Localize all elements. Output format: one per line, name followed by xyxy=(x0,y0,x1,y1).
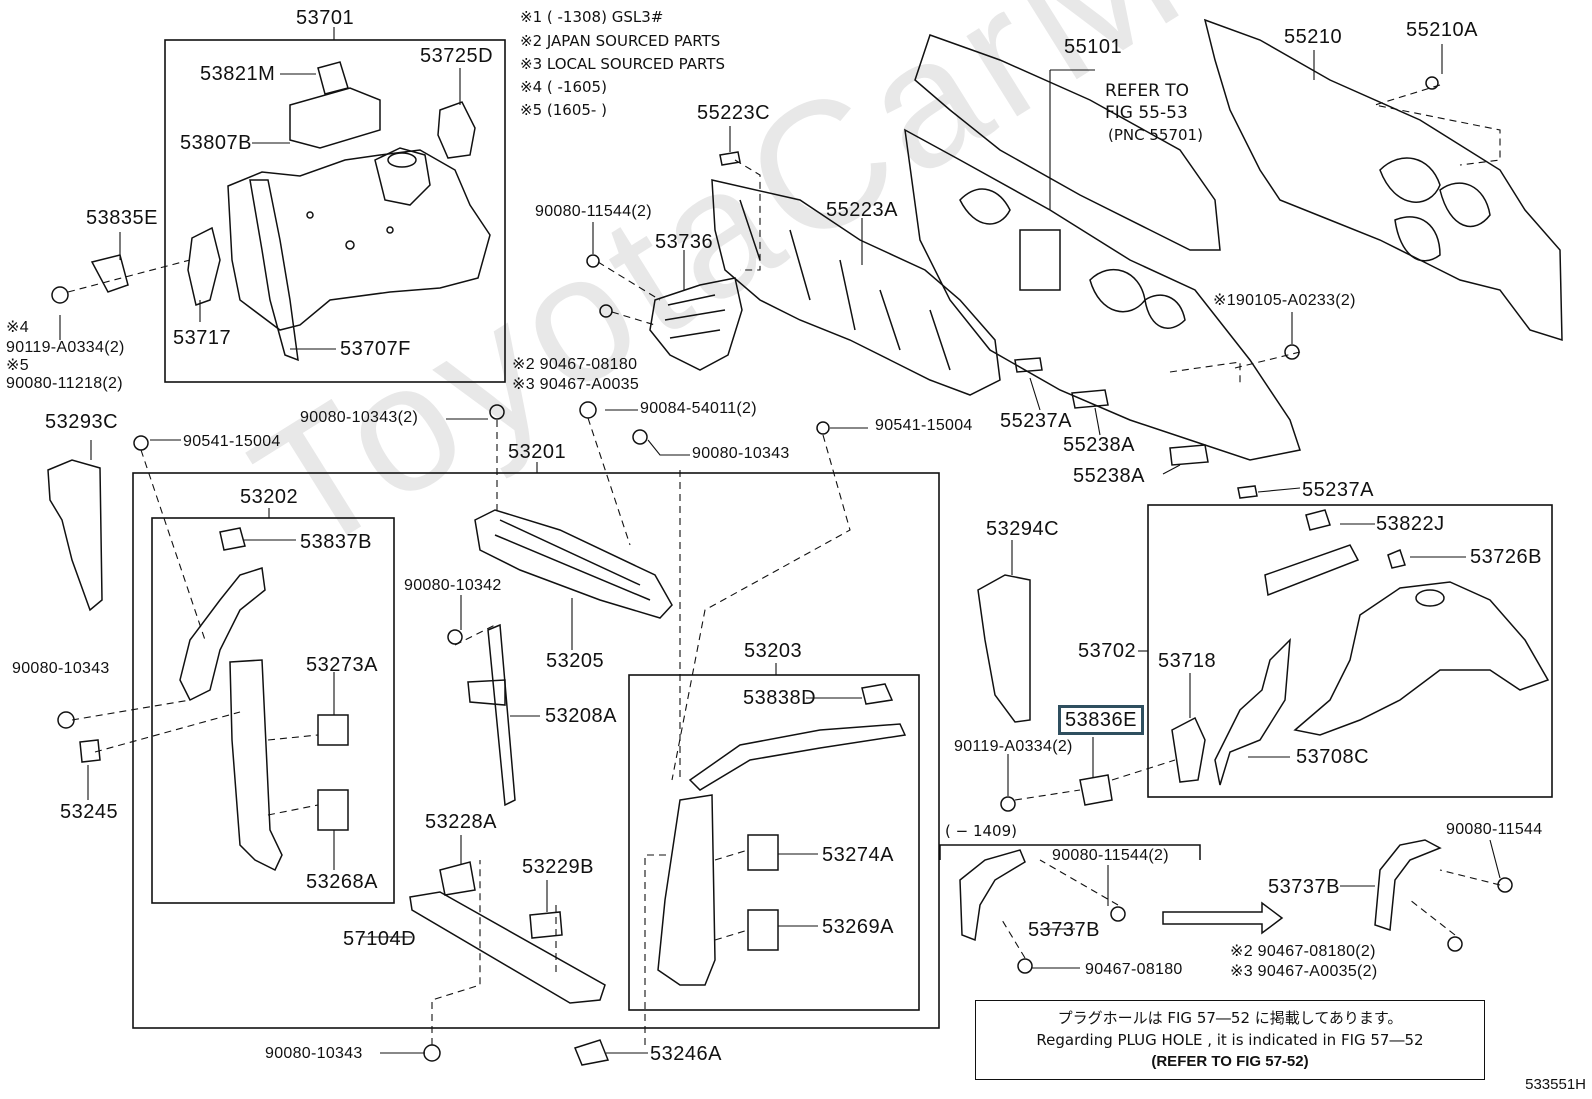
part-55238a-top[interactable]: 55238A xyxy=(1063,434,1135,456)
part-90541-15004-left[interactable]: 90541-15004 xyxy=(183,433,281,450)
part-90080-11544-right[interactable]: 90080-11544 xyxy=(1446,821,1543,838)
range-note: ( − 1409) xyxy=(945,822,1017,840)
part-53246a[interactable]: 53246A xyxy=(650,1043,722,1065)
group-box-53202 xyxy=(151,517,395,904)
part-53708c[interactable]: 53708C xyxy=(1296,746,1370,768)
part-55223c[interactable]: 55223C xyxy=(697,102,771,124)
part-90080-10342[interactable]: 90080-10342 xyxy=(404,577,502,594)
refer-line3: (PNC 55701) xyxy=(1108,126,1203,144)
part-53836e-highlighted[interactable]: 53836E xyxy=(1058,705,1144,735)
part-90467-08180[interactable]: ※2 90467-08180 xyxy=(512,356,638,373)
footnote-4-marker: ※4 xyxy=(6,319,29,336)
part-90467-a0035[interactable]: ※3 90467-A0035 xyxy=(512,376,640,393)
refer-line2: FIG 55-53 xyxy=(1105,103,1188,123)
footnote-5-marker: ※5 xyxy=(6,357,29,374)
part-90467-08180-2[interactable]: ※2 90467-08180(2) xyxy=(1230,943,1376,960)
part-53208a[interactable]: 53208A xyxy=(545,705,617,727)
part-90080-10343-2[interactable]: 90080-10343(2) xyxy=(300,409,419,426)
part-90080-11544-2b[interactable]: 90080-11544(2) xyxy=(1052,847,1169,864)
part-90467-08180-b[interactable]: 90467-08180 xyxy=(1085,961,1183,978)
note-2: ※2 JAPAN SOURCED PARTS xyxy=(520,32,721,50)
apron-53707f-shape xyxy=(227,149,491,331)
group-box-53702 xyxy=(1147,504,1553,798)
plug-hole-note: プラグホールは FIG 57―52 に掲載してあります。 Regarding P… xyxy=(975,1000,1485,1080)
part-90080-11218[interactable]: 90080-11218(2) xyxy=(6,375,123,392)
part-90105-a0233[interactable]: ※190105-A0233(2) xyxy=(1213,292,1356,309)
part-53726b[interactable]: 53726B xyxy=(1470,546,1542,568)
part-90119-a0334-right[interactable]: 90119-A0334(2) xyxy=(954,738,1073,755)
note-4: ※4 ( -1605) xyxy=(520,78,607,96)
part-53229b[interactable]: 53229B xyxy=(522,856,594,878)
part-53717[interactable]: 53717 xyxy=(173,327,232,349)
note-5: ※5 (1605- ) xyxy=(520,101,607,119)
part-53269a[interactable]: 53269A xyxy=(822,916,894,938)
part-53201[interactable]: 53201 xyxy=(508,441,567,463)
part-90467-a0035-2[interactable]: ※3 90467-A0035(2) xyxy=(1230,963,1378,980)
part-90080-10343-top[interactable]: 90080-10343 xyxy=(692,445,790,462)
part-53228a[interactable]: 53228A xyxy=(425,811,497,833)
part-53701[interactable]: 53701 xyxy=(296,7,355,29)
part-57104d[interactable]: 57104D xyxy=(343,928,417,950)
part-55237a-top[interactable]: 55237A xyxy=(1000,410,1072,432)
part-53835e[interactable]: 53835E xyxy=(86,207,158,229)
part-90080-10343-left[interactable]: 90080-10343 xyxy=(12,660,110,677)
part-53273a[interactable]: 53273A xyxy=(306,654,378,676)
group-box-53203 xyxy=(628,674,920,1011)
part-53202[interactable]: 53202 xyxy=(240,486,299,508)
group-box-53701 xyxy=(164,39,506,383)
part-55101[interactable]: 55101 xyxy=(1064,36,1123,58)
part-53294c[interactable]: 53294C xyxy=(986,518,1060,540)
part-53707f[interactable]: 53707F xyxy=(340,338,411,360)
part-90119-a0334[interactable]: 90119-A0334(2) xyxy=(6,339,125,356)
part-53718[interactable]: 53718 xyxy=(1158,650,1217,672)
part-53837b[interactable]: 53837B xyxy=(300,531,372,553)
group-box-53201 xyxy=(132,472,940,1029)
part-90084-54011[interactable]: 90084-54011(2) xyxy=(640,400,757,417)
plug-note-en: Regarding PLUG HOLE , it is indicated in… xyxy=(1036,1031,1424,1049)
part-53736[interactable]: 53736 xyxy=(655,231,714,253)
part-53822j[interactable]: 53822J xyxy=(1376,513,1445,535)
note-1: ※1 ( -1308) GSL3# xyxy=(520,8,664,26)
part-53737b-left[interactable]: 53737B xyxy=(1028,919,1100,941)
plug-note-ref: (REFER TO FIG 57-52) xyxy=(1151,1053,1309,1070)
part-55238a-bottom[interactable]: 55238A xyxy=(1073,465,1145,487)
part-53821m[interactable]: 53821M xyxy=(200,63,276,85)
part-53205[interactable]: 53205 xyxy=(546,650,605,672)
part-53245[interactable]: 53245 xyxy=(60,801,119,823)
part-55237a-bottom[interactable]: 55237A xyxy=(1302,479,1374,501)
part-90080-10343-bottom[interactable]: 90080-10343 xyxy=(265,1045,363,1062)
part-53293c[interactable]: 53293C xyxy=(45,411,119,433)
part-53274a[interactable]: 53274A xyxy=(822,844,894,866)
part-55223a[interactable]: 55223A xyxy=(826,199,898,221)
note-3: ※3 LOCAL SOURCED PARTS xyxy=(520,55,725,73)
part-53725d[interactable]: 53725D xyxy=(420,45,494,67)
part-53203[interactable]: 53203 xyxy=(744,640,803,662)
part-90080-11544-2[interactable]: 90080-11544(2) xyxy=(535,203,652,220)
refer-line1: REFER TO xyxy=(1105,81,1190,101)
part-53268a[interactable]: 53268A xyxy=(306,871,378,893)
range-bracket xyxy=(939,844,1201,860)
part-53838d[interactable]: 53838D xyxy=(743,687,817,709)
part-90541-15004-right[interactable]: 90541-15004 xyxy=(875,417,973,434)
diagram-code: 533551H xyxy=(1525,1076,1586,1093)
part-55210[interactable]: 55210 xyxy=(1284,26,1343,48)
plug-note-jp: プラグホールは FIG 57―52 に掲載してあります。 xyxy=(1057,1009,1403,1027)
part-55210a[interactable]: 55210A xyxy=(1406,19,1478,41)
part-53807b[interactable]: 53807B xyxy=(180,132,252,154)
part-53702[interactable]: 53702 xyxy=(1078,640,1137,662)
part-53737b-right[interactable]: 53737B xyxy=(1268,876,1340,898)
